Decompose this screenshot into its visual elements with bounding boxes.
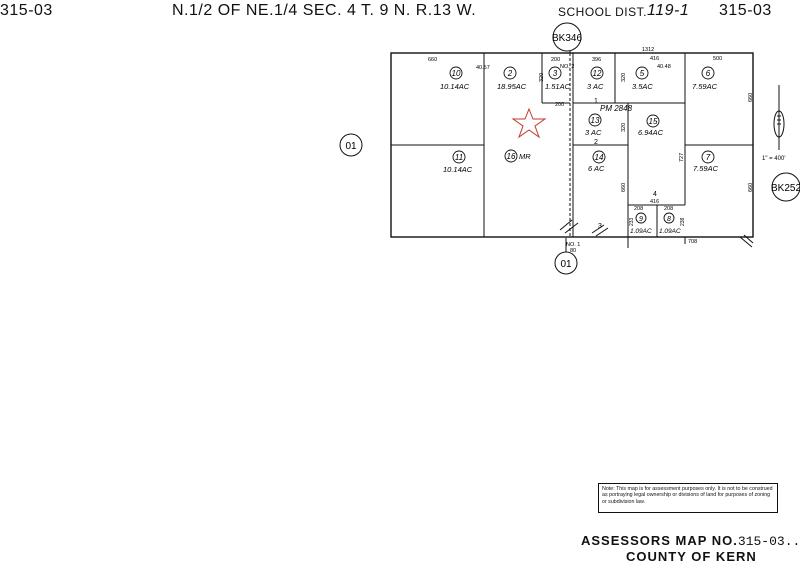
map-number-right: 315-03: [719, 2, 772, 19]
dimension-label: 233: [629, 217, 635, 226]
book-ref-right: BK252: [771, 183, 800, 194]
parcel-area: 18.95AC: [497, 82, 527, 91]
map-number-left: 315-03: [0, 2, 53, 19]
county-name: COUNTY OF KERN: [626, 549, 757, 564]
parcel-area: 10.14AC: [440, 82, 470, 91]
parcel-number: 16: [507, 152, 516, 161]
parcel-area: 7.59AC: [692, 82, 718, 91]
dimension-label: 320: [539, 73, 545, 82]
parcel-area: 1.51AC: [545, 82, 571, 91]
subject-star-icon: [511, 107, 547, 139]
dimension-label: 200: [551, 57, 560, 63]
dimension-label: 660: [748, 183, 754, 192]
parcel-number: 12: [593, 69, 602, 78]
parcel-number: 10: [452, 69, 461, 78]
parcel-area: 3 AC: [587, 82, 604, 91]
dimension-label: 40.57: [476, 65, 490, 71]
dimension-label: 660: [428, 57, 437, 63]
dimension-label: 660: [748, 93, 754, 102]
school-district-value: 119-1: [647, 2, 690, 19]
adjacent-map-bottom: 01: [560, 259, 572, 270]
disclaimer-note: Note: This map is for assessment purpose…: [598, 483, 778, 513]
dimension-label: 40.48: [657, 64, 671, 70]
adjacent-map-left: 01: [345, 141, 357, 152]
school-district-label: SCHOOL DIST.: [558, 5, 647, 19]
parcel-area: 1.09AC: [659, 228, 681, 235]
lot-label: 3: [598, 223, 602, 230]
parcel-area: 1.09AC: [630, 228, 652, 235]
parcel-area: 3 AC: [585, 128, 602, 137]
parcel-number: 15: [649, 117, 658, 126]
lot-label: 1: [594, 98, 598, 105]
dimension-label: 396: [592, 57, 601, 63]
parcel-number: 11: [455, 153, 463, 162]
assessors-map-label: ASSESSORS MAP NO.: [581, 533, 738, 548]
dimension-label: 708: [688, 239, 697, 245]
dimension-label: 660: [621, 183, 627, 192]
dimension-label: 80: [570, 248, 576, 254]
parcel-number: 9: [639, 216, 643, 223]
north-arrow-icon: [773, 85, 785, 150]
parcel-number: 2: [507, 69, 513, 78]
parcel-number: 7: [706, 153, 711, 162]
book-ref-top: BK346: [552, 33, 582, 44]
lot-label: 4: [653, 191, 657, 198]
parcel-number: 8: [667, 216, 671, 223]
assessors-map-number: ASSESSORS MAP NO.315-03....: [581, 533, 800, 549]
dimension-label: 500: [713, 56, 722, 62]
parcel-number: 3: [553, 69, 558, 78]
dimension-label: 208: [634, 206, 643, 212]
parcel-area: 6.94AC: [638, 128, 664, 137]
dimension-label: 200: [555, 102, 564, 108]
dimension-label: 1312: [642, 47, 654, 53]
dimension-label: 238: [680, 217, 686, 226]
parcel-number: 6: [706, 69, 711, 78]
parcel-number: 14: [595, 153, 604, 162]
dimension-label: 416: [650, 56, 659, 62]
parcel-area: 7.59AC: [693, 164, 719, 173]
dimension-label: 416: [650, 199, 659, 205]
dimension-label: 208: [664, 206, 673, 212]
parcel-area: 10.14AC: [443, 165, 473, 174]
map-title: N.1/2 OF NE.1/4 SEC. 4 T. 9 N. R.13 W.: [172, 2, 477, 19]
no-1-label: NO. 1: [566, 242, 580, 248]
map-scale: 1" = 400': [762, 156, 785, 162]
parcel-area: 6 AC: [588, 164, 605, 173]
no-2-label: NO. 2: [560, 64, 574, 70]
assessors-map-value: 315-03....: [737, 534, 800, 549]
dimension-label: 320: [621, 123, 627, 132]
parcel-area: MR: [519, 152, 531, 161]
dimension-label: 727: [679, 153, 685, 162]
dimension-label: 320: [621, 73, 627, 82]
parcel-number: 13: [591, 116, 600, 125]
parcel-number: 5: [640, 69, 645, 78]
lot-label: 2: [594, 139, 598, 146]
pm-label: PM 2848: [600, 104, 633, 113]
parcel-area: 3.5AC: [632, 82, 653, 91]
